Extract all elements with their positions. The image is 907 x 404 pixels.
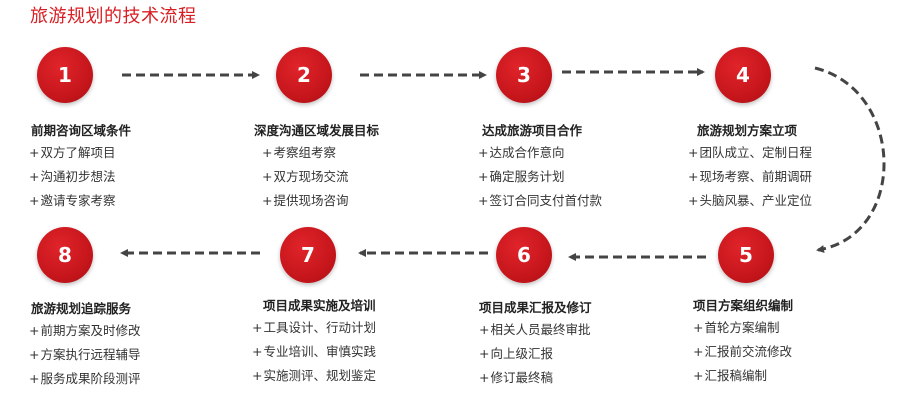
step-6-item: 相关人员最终审批	[479, 318, 590, 342]
step-2-title: 深度沟通区域发展目标	[254, 123, 380, 138]
arrow-4-to-5	[814, 66, 886, 253]
step-2-item: 提供现场咨询	[262, 189, 348, 213]
step-7-items: 工具设计、行动计划 专业培训、审慎实践 实施测评、规划鉴定	[252, 316, 376, 388]
step-3-items: 达成合作意向 确定服务计划 签订合同支付首付款	[478, 141, 602, 213]
step-8-title: 旅游规划追踪服务	[31, 301, 132, 316]
step-7-item: 专业培训、审慎实践	[252, 340, 376, 364]
step-7-item: 工具设计、行动计划	[252, 316, 376, 340]
step-1-item: 邀请专家考察	[29, 189, 115, 213]
step-5-item: 汇报稿编制	[693, 364, 792, 388]
step-7-title: 项目成果实施及培训	[263, 298, 376, 313]
step-6-item: 修订最终稿	[479, 366, 591, 390]
step-7-item: 实施测评、规划鉴定	[252, 364, 376, 388]
step-4-item: 团队成立、定制日程	[688, 141, 812, 165]
page-title: 旅游规划的技术流程	[30, 6, 197, 27]
step-1-items: 双方了解项目 沟通初步想法 邀请专家考察	[29, 141, 115, 213]
step-3-number: 3	[517, 63, 531, 87]
step-1-circle: 1	[37, 47, 93, 103]
step-6-title: 项目成果汇报及修订	[479, 300, 592, 315]
step-8-circle: 8	[37, 227, 93, 283]
step-5-item: 首轮方案编制	[693, 316, 792, 340]
step-8-item: 服务成果阶段测评	[29, 367, 140, 391]
step-5-items: 首轮方案编制 汇报前交流修改 汇报稿编制	[693, 316, 792, 388]
step-5-circle: 5	[718, 227, 774, 283]
step-6-circle: 6	[496, 227, 552, 283]
step-1-number: 1	[58, 63, 72, 87]
step-2-item: 双方现场交流	[262, 165, 348, 189]
step-2-item: 考察组考察	[262, 141, 349, 165]
step-3-circle: 3	[496, 47, 552, 103]
step-4-title: 旅游规划方案立项	[697, 123, 798, 138]
step-1-title: 前期咨询区域条件	[31, 123, 132, 138]
step-8-item: 前期方案及时修改	[29, 319, 140, 343]
step-4-items: 团队成立、定制日程 现场考察、前期调研 头脑风暴、产业定位	[688, 141, 812, 213]
step-6-items: 相关人员最终审批 向上级汇报 修订最终稿	[479, 318, 591, 390]
step-1-item: 双方了解项目	[29, 141, 115, 165]
step-3-item: 签订合同支付首付款	[478, 189, 602, 213]
step-8-items: 前期方案及时修改 方案执行远程辅导 服务成果阶段测评	[29, 319, 140, 391]
step-6-number: 6	[517, 243, 531, 267]
step-3-item: 达成合作意向	[478, 141, 602, 165]
step-8-number: 8	[58, 243, 72, 267]
step-6-item: 向上级汇报	[479, 342, 591, 366]
step-2-items: 考察组考察 双方现场交流 提供现场咨询	[262, 141, 349, 213]
step-2-circle: 2	[276, 47, 332, 103]
step-4-item: 头脑风暴、产业定位	[688, 189, 812, 213]
step-7-number: 7	[301, 243, 315, 267]
step-8-item: 方案执行远程辅导	[29, 343, 140, 367]
step-7-circle: 7	[280, 227, 336, 283]
step-5-title: 项目方案组织编制	[693, 298, 794, 313]
step-4-circle: 4	[715, 47, 771, 103]
step-1-item: 沟通初步想法	[29, 165, 115, 189]
step-4-number: 4	[736, 63, 750, 87]
step-2-number: 2	[297, 63, 311, 87]
step-5-item: 汇报前交流修改	[693, 340, 792, 364]
step-3-item: 确定服务计划	[478, 165, 602, 189]
step-5-number: 5	[739, 243, 753, 267]
step-4-item: 现场考察、前期调研	[688, 165, 812, 189]
step-3-title: 达成旅游项目合作	[482, 123, 583, 138]
